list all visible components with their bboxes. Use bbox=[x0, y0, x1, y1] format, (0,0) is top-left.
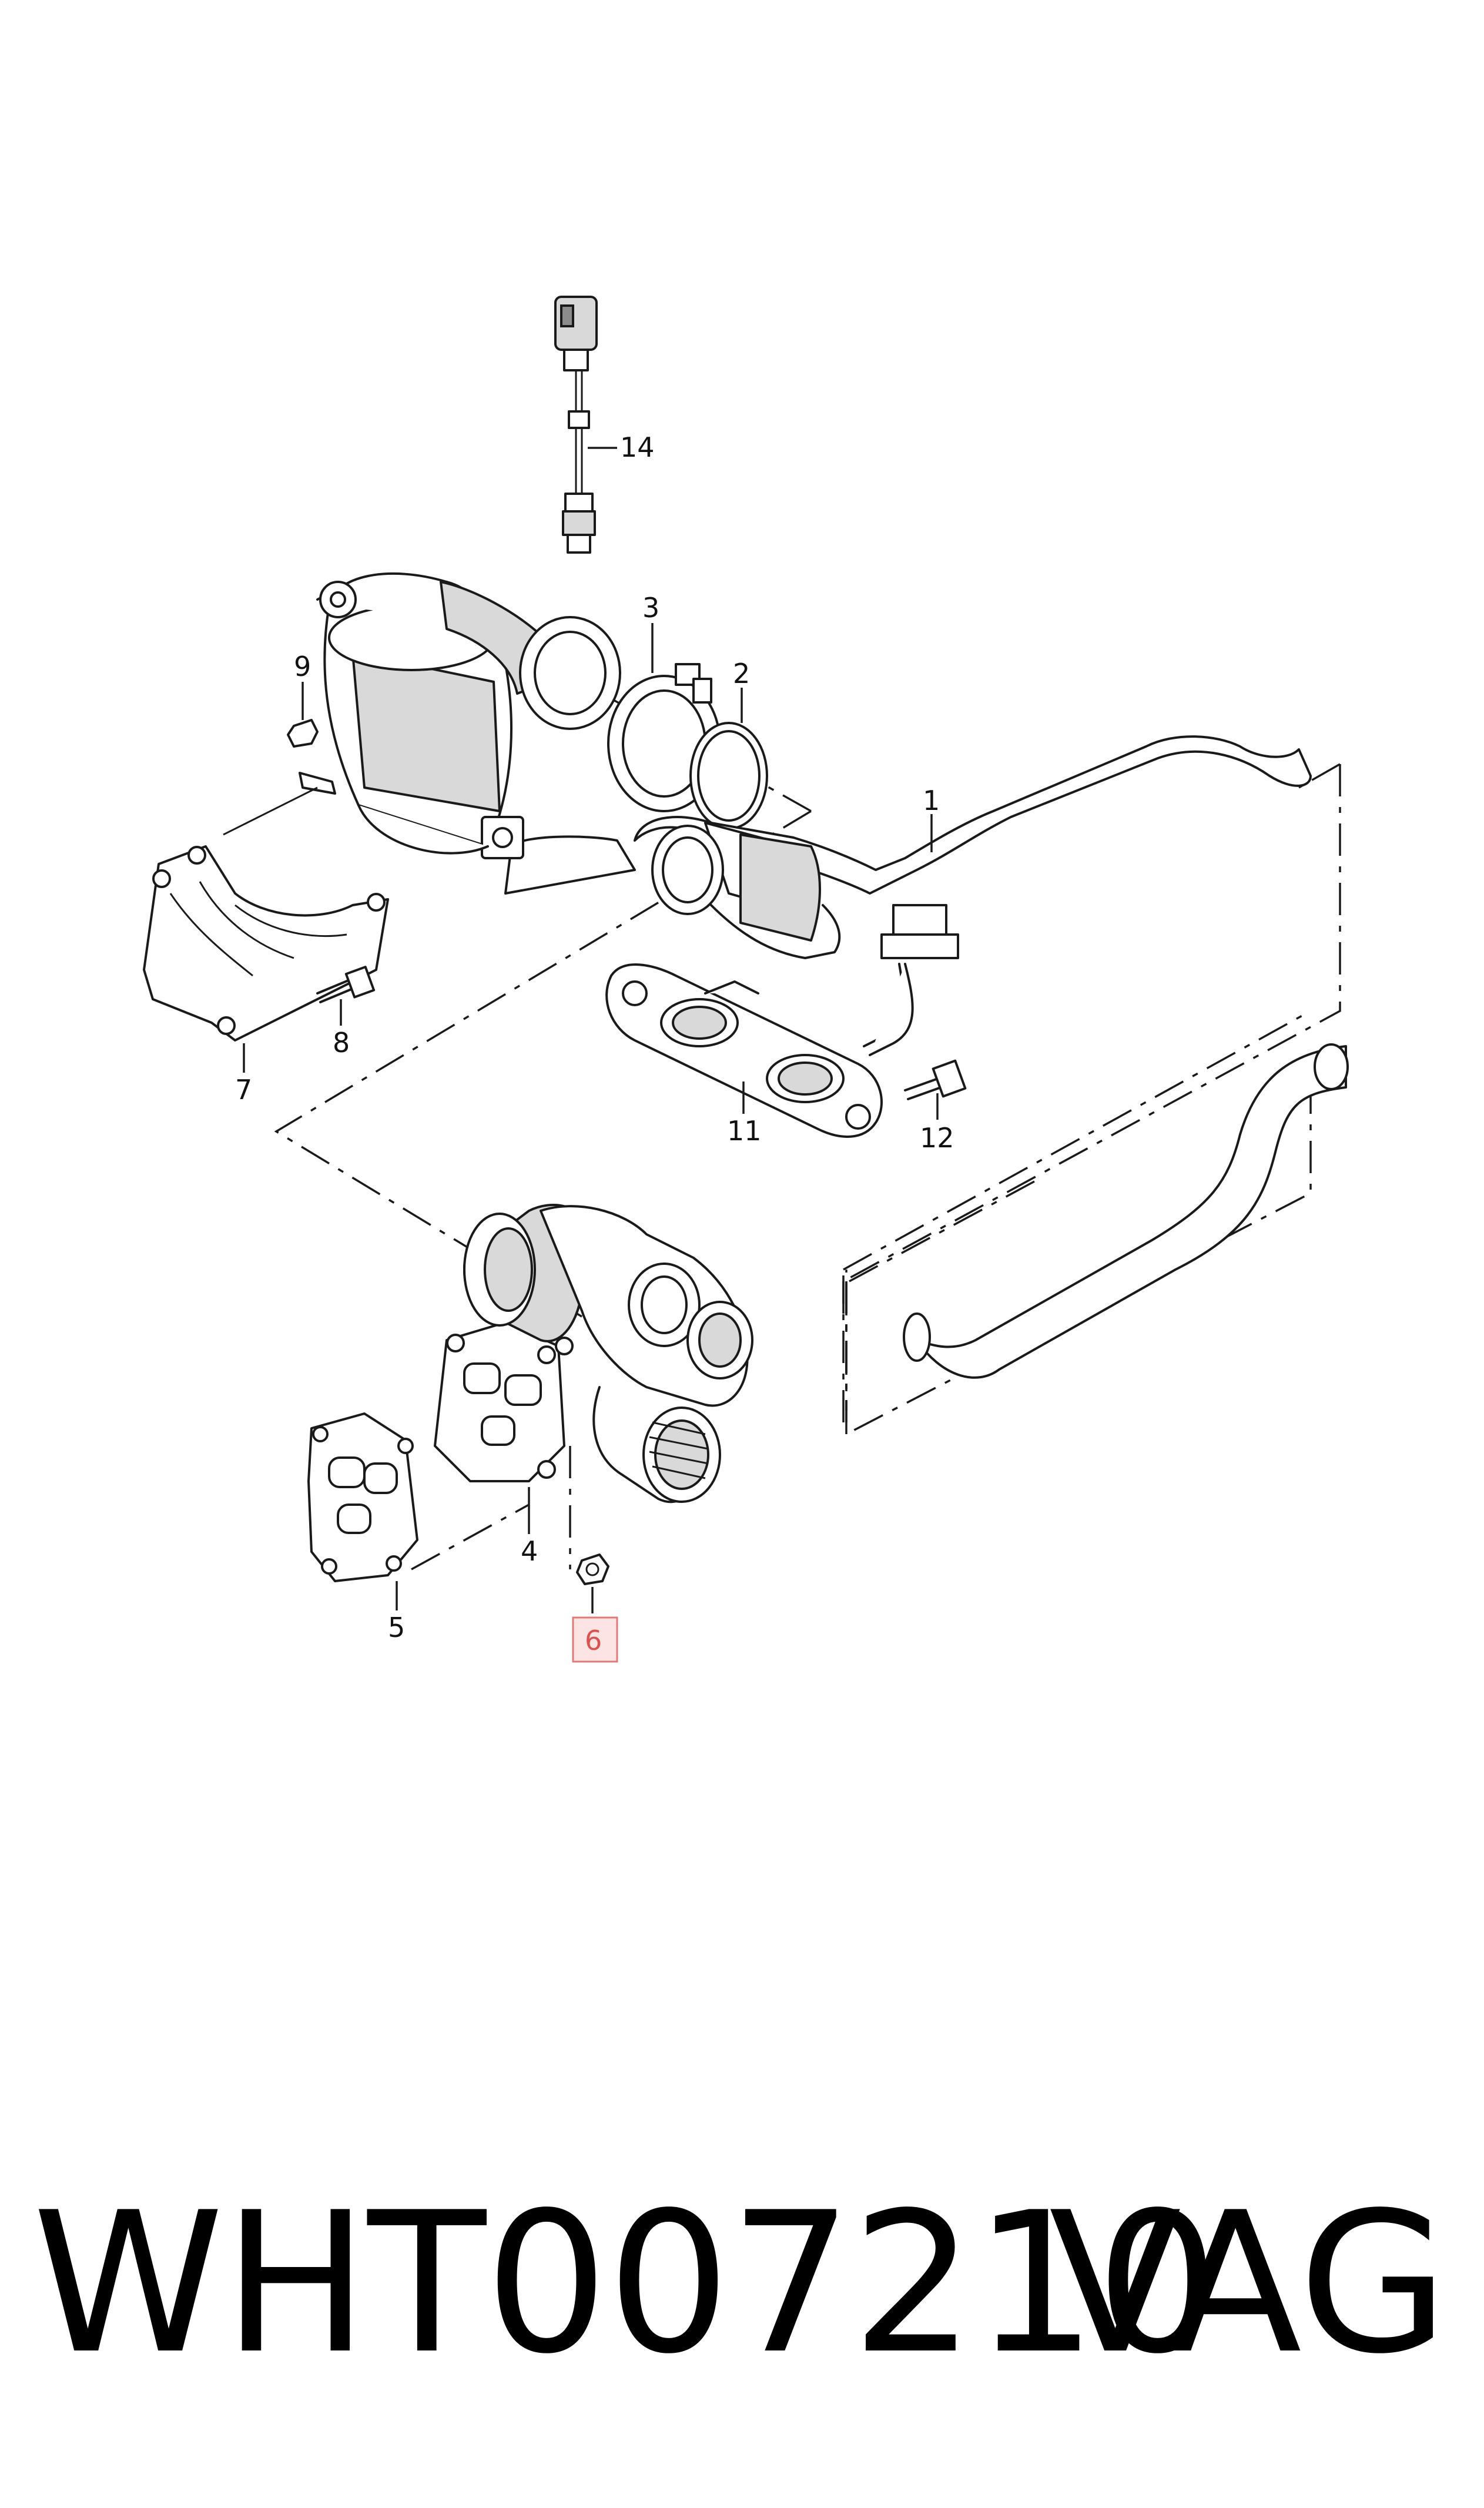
bolt-part-12 bbox=[904, 1059, 967, 1120]
callout-labels: 14 3 2 1 9 8 7 11 12 4 5 6 bbox=[235, 431, 954, 1663]
callout-12: 12 bbox=[920, 1122, 954, 1154]
exhaust-pipe-part-1 bbox=[634, 735, 1312, 1056]
callout-14: 14 bbox=[620, 431, 655, 463]
callout-9: 9 bbox=[294, 651, 311, 682]
flange-ring bbox=[519, 616, 621, 730]
nut-part-6 bbox=[576, 1553, 609, 1613]
turbocharger-part-4 bbox=[434, 1204, 753, 1534]
callout-2: 2 bbox=[733, 658, 750, 689]
gasket-part-2 bbox=[689, 688, 768, 830]
callout-11: 11 bbox=[727, 1115, 762, 1147]
bolt-part-8 bbox=[316, 966, 376, 1026]
callout-5: 5 bbox=[388, 1612, 405, 1643]
callout-6: 6 bbox=[585, 1625, 602, 1656]
part-number-text: WHT007210 bbox=[32, 2171, 1220, 2396]
nut-part-9 bbox=[223, 682, 336, 836]
sensor-part-14 bbox=[554, 296, 617, 554]
brand-text: VAG bbox=[1048, 2171, 1449, 2396]
callout-6-highlight bbox=[572, 1616, 618, 1663]
callout-4: 4 bbox=[521, 1535, 538, 1567]
bracket-part-7 bbox=[143, 845, 389, 1073]
gasket-plate-part-11 bbox=[605, 963, 883, 1138]
hose-right bbox=[903, 1043, 1349, 1379]
callout-8: 8 bbox=[333, 1027, 350, 1059]
callout-1: 1 bbox=[923, 785, 940, 816]
gasket-part-5 bbox=[307, 1412, 418, 1610]
callout-3: 3 bbox=[642, 592, 659, 624]
callout-7: 7 bbox=[235, 1074, 252, 1106]
